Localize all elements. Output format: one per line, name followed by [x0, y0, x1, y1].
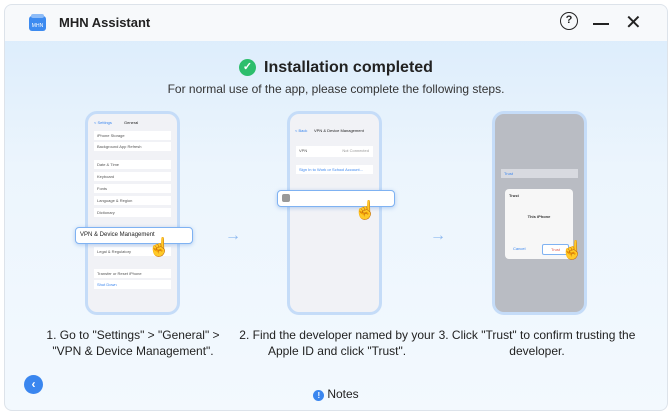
- tap-hand-icon: ☝: [561, 240, 584, 260]
- minimize-icon[interactable]: [593, 23, 609, 25]
- step1-phone-illustration: < Settings General iPhone Storage Backgr…: [75, 111, 193, 315]
- step2-phone-illustration: < Back VPN & Device Management VPN Not Co…: [277, 111, 395, 315]
- dialog-trust: Trust: [542, 244, 569, 255]
- vpn-status: Not Connected: [342, 148, 369, 153]
- phone-header: General: [124, 120, 139, 125]
- phone-row-vpn: VPN Not Connected: [296, 146, 373, 157]
- step1-caption: 1. Go to "Settings" > "General" > "VPN &…: [46, 328, 220, 358]
- phone-row: Sign In to Work or School Account...: [296, 165, 373, 174]
- phone-row: iPhone Storage: [94, 131, 171, 140]
- tap-hand-icon: ☝: [354, 200, 377, 220]
- step3-caption: 3. Click "Trust" to confirm trusting the…: [438, 328, 636, 358]
- step2-caption: 2. Find the developer named by your Appl…: [239, 328, 435, 358]
- phone-row: Transfer or Reset iPhone: [94, 269, 171, 278]
- app-logo: MHN: [29, 14, 46, 31]
- notes-link[interactable]: !Notes: [5, 387, 667, 401]
- arrow-right-icon: →: [225, 227, 241, 244]
- developer-icon: [282, 194, 290, 202]
- app-window: MHN MHN Assistant ? ✕ ✓ Installation comp…: [4, 4, 668, 411]
- highlighted-row: VPN & Device Management: [75, 227, 193, 244]
- dialog-subtitle: This iPhone: [527, 214, 551, 219]
- dialog-title: Trust: [509, 193, 519, 198]
- tap-hand-icon: ☝: [148, 237, 171, 257]
- phone-row: Keyboard: [94, 172, 171, 181]
- close-icon[interactable]: ✕: [625, 12, 642, 34]
- phone-header: VPN & Device Management: [314, 128, 364, 133]
- phone-row: Shut Down: [94, 280, 171, 289]
- phone-back-link: < Settings: [94, 120, 112, 125]
- phone-row: Dictionary: [94, 208, 171, 217]
- check-circle-icon: ✓: [239, 59, 257, 76]
- notes-label: Notes: [327, 387, 359, 401]
- phone-row: Background App Refresh: [94, 142, 171, 151]
- dialog-cancel: Cancel: [513, 246, 526, 251]
- phone-row: Trust: [501, 169, 578, 178]
- phone-back-link: < Back: [295, 128, 308, 133]
- arrow-right-icon: →: [430, 227, 446, 244]
- help-icon[interactable]: ?: [560, 12, 578, 30]
- page-title: ✓ Installation completed: [5, 59, 667, 77]
- app-title: MHN Assistant: [59, 15, 151, 30]
- trust-dialog: Trust This iPhone Cancel Trust: [505, 189, 573, 259]
- info-icon: !: [313, 390, 325, 401]
- page-subtitle: For normal use of the app, please comple…: [167, 82, 505, 96]
- title-bar: MHN MHN Assistant ? ✕: [5, 5, 667, 41]
- step3-phone-illustration: Trust Trust This iPhone Cancel Trust ☝: [492, 111, 587, 315]
- phone-row: Date & Time: [94, 160, 171, 169]
- phone-row: Legal & Regulatory: [94, 247, 171, 256]
- highlighted-developer-row: [277, 190, 395, 207]
- phone-row: Language & Region: [94, 196, 171, 205]
- phone-row: Fonts: [94, 184, 171, 193]
- back-button[interactable]: ‹: [24, 375, 43, 394]
- vpn-label: VPN: [299, 148, 308, 153]
- title-text: Installation completed: [264, 59, 433, 76]
